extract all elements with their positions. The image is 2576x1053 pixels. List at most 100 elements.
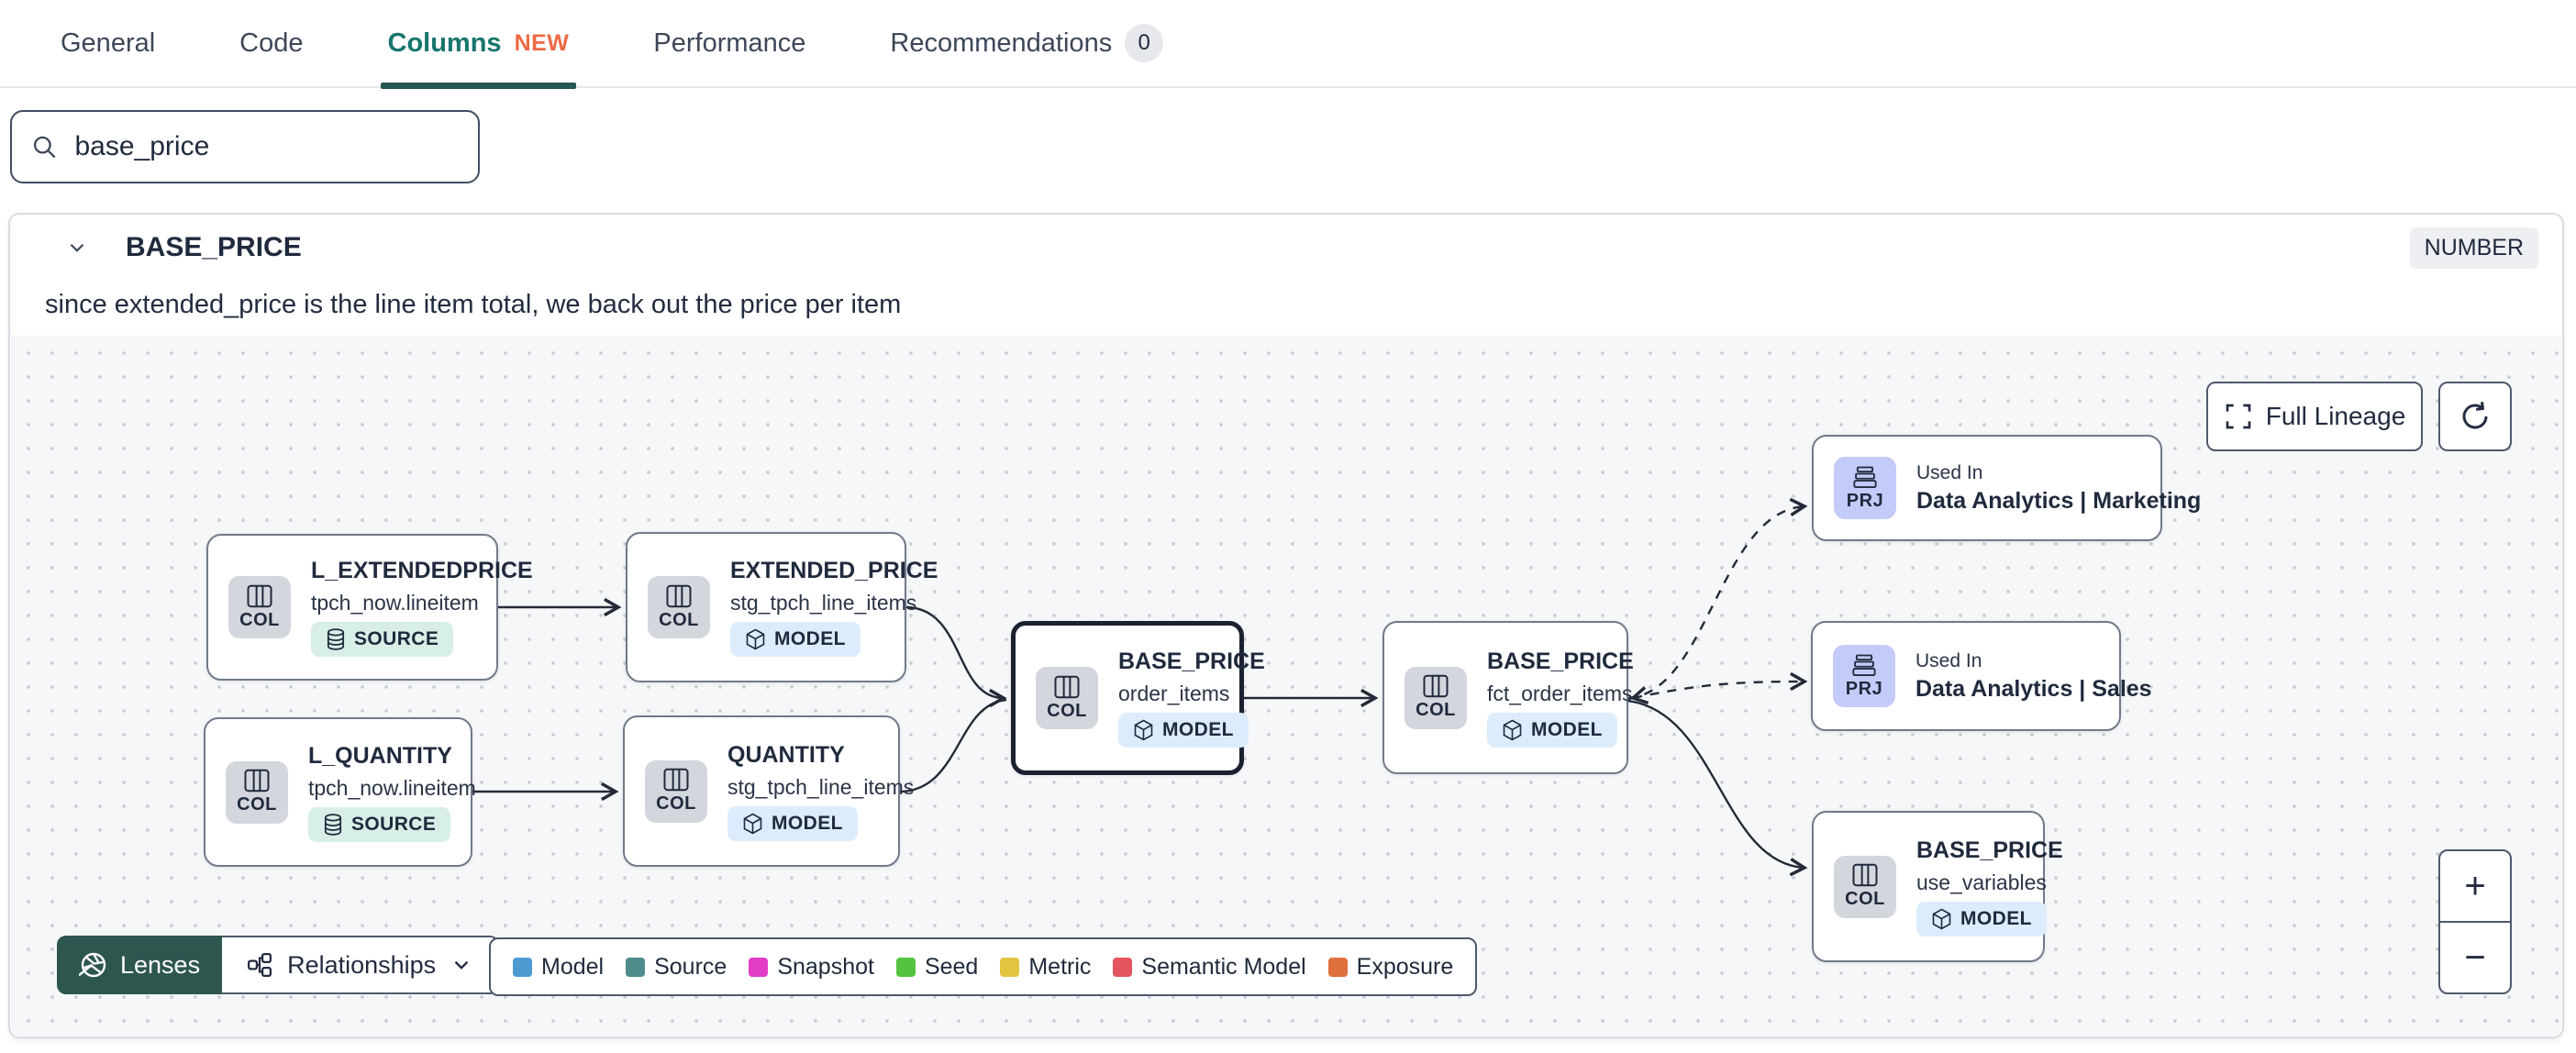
tab-label: General	[61, 28, 156, 58]
tab-label: Columns	[387, 28, 502, 58]
columns-icon	[247, 584, 272, 607]
legend-item: Metric	[1000, 954, 1091, 981]
resource-pill: MODEL	[1118, 713, 1249, 748]
column-description: since extended_price is the line item to…	[45, 290, 902, 319]
refresh-button[interactable]	[2438, 382, 2512, 451]
kind-label: COL	[1047, 700, 1087, 721]
columns-icon	[666, 584, 692, 607]
resource-pill: MODEL	[727, 805, 858, 841]
node-subtitle: tpch_now.lineitem	[308, 775, 476, 800]
kind-label: COL	[1416, 700, 1456, 720]
lineage-node-selected[interactable]: COL BASE_PRICE order_items MODEL	[1011, 621, 1265, 775]
lineage-edges	[472, 497, 1808, 877]
lineage-node-exposure[interactable]: PRJ Used In Data Analytics | Marketing	[1812, 435, 2201, 541]
relationships-dropdown[interactable]: Relationships	[222, 936, 500, 994]
node-text: Used In Data Analytics | Sales	[1915, 650, 2152, 703]
tab-columns[interactable]: Columns NEW	[380, 0, 577, 89]
legend-item: Source	[626, 954, 727, 981]
node-text: BASE_PRICE order_items MODEL	[1118, 648, 1265, 748]
cube-icon	[1134, 719, 1153, 741]
resource-label: MODEL	[1960, 907, 2032, 929]
resource-legend: Model Source Snapshot Seed Metric Semant…	[489, 937, 1478, 996]
node-title: QUANTITY	[727, 741, 845, 768]
lineage-node[interactable]: COL BASE_PRICE fct_order_items MODEL	[1382, 621, 1634, 774]
column-kind-badge: COL	[648, 576, 710, 638]
tab-general[interactable]: General	[61, 0, 155, 87]
column-panel-header: BASE_PRICE NUMBER	[10, 215, 2562, 281]
legend-swatch	[749, 957, 769, 977]
column-kind-badge: COL	[645, 759, 707, 823]
node-subtitle: order_items	[1118, 682, 1230, 705]
project-kind-badge: PRJ	[1833, 645, 1895, 707]
search-input[interactable]	[74, 131, 460, 162]
legend-swatch	[1327, 957, 1348, 977]
refresh-icon	[2462, 402, 2488, 429]
resource-label: MODEL	[1162, 719, 1234, 740]
full-lineage-label: Full Lineage	[2265, 402, 2406, 430]
node-subtitle: stg_tpch_line_items	[727, 774, 915, 799]
columns-icon	[1423, 674, 1449, 698]
node-text: Used In Data Analytics | Marketing	[1916, 462, 2201, 515]
legend-label: Exposure	[1356, 953, 1454, 980]
legend-swatch	[626, 957, 646, 977]
columns-icon	[663, 768, 689, 792]
tab-code[interactable]: Code	[239, 0, 303, 87]
full-lineage-button[interactable]: Full Lineage	[2206, 382, 2423, 451]
resource-pill: MODEL	[730, 622, 861, 657]
kind-label: PRJ	[1846, 490, 1884, 511]
count-badge: 0	[1125, 24, 1164, 62]
zoom-out-button[interactable]: −	[2464, 937, 2486, 978]
node-subtitle: stg_tpch_line_items	[730, 591, 917, 615]
tab-label: Code	[239, 28, 304, 58]
column-search[interactable]	[10, 110, 480, 183]
zoom-in-button[interactable]: +	[2440, 851, 2510, 923]
lenses-button[interactable]: Lenses	[57, 936, 223, 994]
tab-recommendations[interactable]: Recommendations 0	[890, 0, 1164, 87]
column-type-badge: NUMBER	[2409, 227, 2538, 269]
lineage-node[interactable]: COL EXTENDED_PRICE stg_tpch_line_items M…	[626, 532, 938, 682]
column-kind-badge: COL	[1405, 666, 1467, 729]
database-icon	[324, 813, 342, 836]
lineage-node[interactable]: COL QUANTITY stg_tpch_line_items MODEL	[623, 715, 914, 867]
project-name: Data Analytics | Sales	[1915, 675, 2152, 702]
lineage-node-exposure[interactable]: PRJ Used In Data Analytics | Sales	[1811, 621, 2152, 731]
legend-item: Model	[513, 954, 604, 981]
new-badge: NEW	[514, 29, 570, 56]
cube-icon	[1932, 908, 1951, 929]
legend-label: Source	[654, 953, 727, 980]
lineage-node[interactable]: COL BASE_PRICE use_variables MODEL	[1812, 811, 2063, 962]
tab-label: Recommendations	[890, 28, 1113, 58]
chevron-down-icon[interactable]	[65, 236, 89, 260]
project-kind-badge: PRJ	[1834, 457, 1896, 519]
lenses-bar: Lenses Relationships	[57, 936, 500, 994]
kind-label: PRJ	[1845, 678, 1883, 699]
relationships-label: Relationships	[287, 950, 437, 979]
node-subtitle: use_variables	[1916, 870, 2047, 894]
lineage-node[interactable]: COL L_QUANTITY tpch_now.lineitem SOURCE	[204, 717, 476, 867]
node-text: EXTENDED_PRICE stg_tpch_line_items MODEL	[730, 558, 938, 657]
resource-pill: MODEL	[1487, 712, 1617, 748]
lineage-canvas[interactable]: COL L_EXTENDEDPRICE tpch_now.lineitem SO…	[11, 336, 2561, 1036]
search-icon	[33, 136, 56, 159]
column-kind-badge: COL	[1036, 667, 1098, 729]
chevron-down-icon	[454, 960, 469, 970]
node-title: BASE_PRICE	[1118, 648, 1265, 674]
columns-icon	[1852, 863, 1878, 887]
node-title: BASE_PRICE	[1487, 648, 1634, 674]
legend-label: Seed	[924, 953, 979, 980]
node-text: QUANTITY stg_tpch_line_items MODEL	[727, 742, 914, 841]
node-text: L_QUANTITY tpch_now.lineitem SOURCE	[308, 743, 476, 842]
cube-icon	[1503, 719, 1522, 740]
column-panel: BASE_PRICE NUMBER since extended_price i…	[8, 213, 2564, 1038]
lineage-node[interactable]: COL L_EXTENDEDPRICE tpch_now.lineitem SO…	[206, 534, 533, 681]
tab-performance[interactable]: Performance	[653, 0, 805, 87]
cube-icon	[743, 813, 762, 834]
tab-bar: General Code Columns NEW Performance Rec…	[0, 0, 2576, 89]
column-kind-badge: COL	[228, 576, 291, 638]
lenses-label: Lenses	[120, 950, 201, 979]
expand-icon	[2226, 404, 2251, 429]
database-icon	[327, 628, 345, 650]
legend-swatch	[1113, 957, 1133, 977]
tab-label: Performance	[653, 28, 806, 58]
